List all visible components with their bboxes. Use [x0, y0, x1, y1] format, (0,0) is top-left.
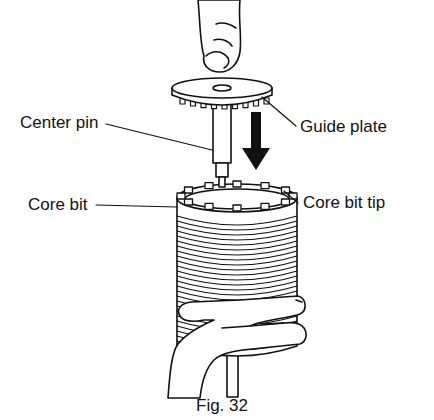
lower-hand	[168, 296, 306, 398]
guide-plate-assembly	[172, 78, 272, 187]
part-label: Center pin	[20, 113, 98, 133]
direction-arrow	[242, 112, 270, 170]
part-label: Core bit	[28, 195, 88, 215]
figure-caption: Fig. 32	[196, 396, 248, 416]
part-label: Guide plate	[300, 117, 387, 137]
upper-hand	[198, 0, 241, 72]
part-label: Core bit tip	[303, 193, 385, 213]
leader-lines	[96, 97, 298, 207]
